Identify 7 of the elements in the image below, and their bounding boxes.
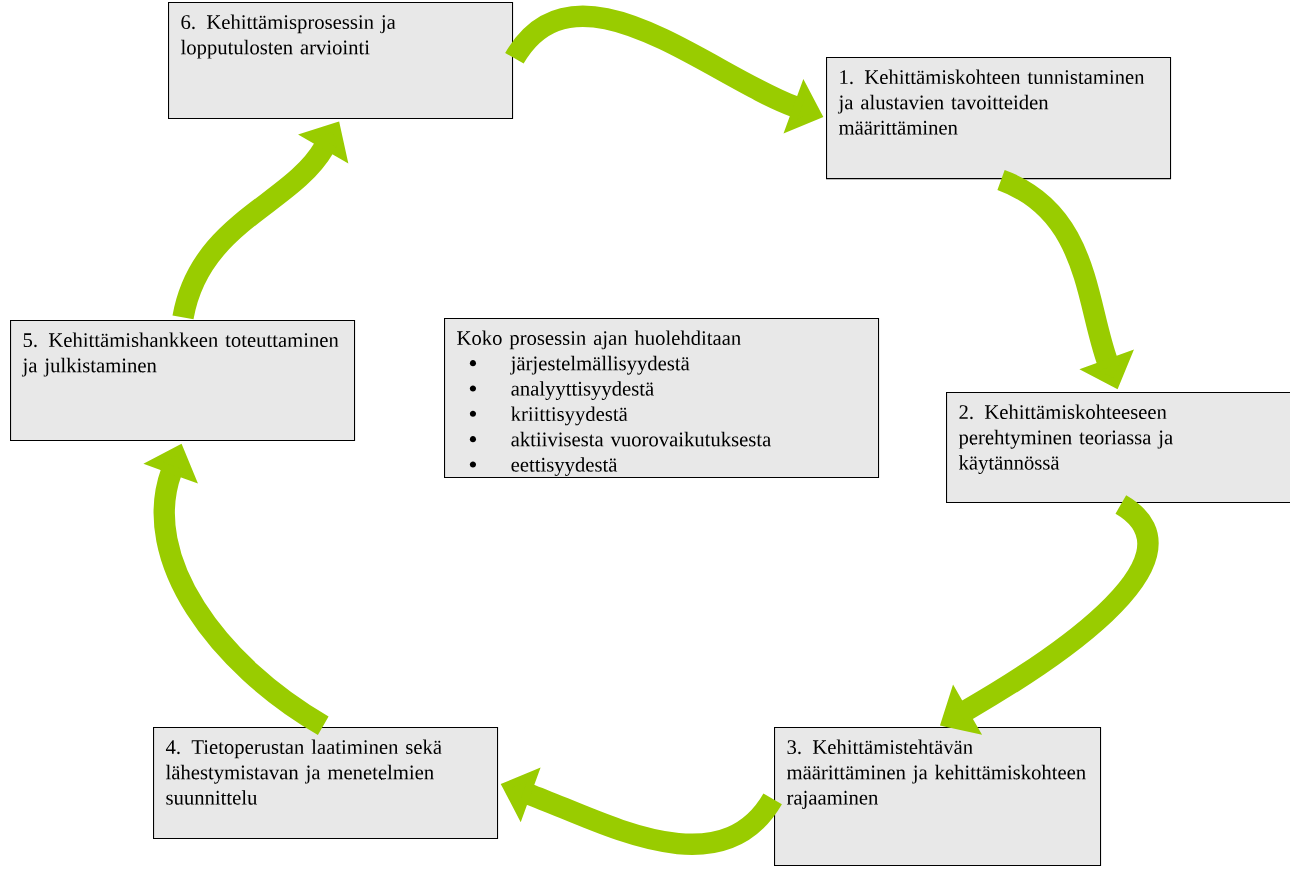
process-box: Koko prosessin ajan huolehditaan järjestelmällisyydestä analyyttisyydestä kriittisyydestä aktiivisesta vuorovaikutuksesta eettisyydestä <box>444 318 880 478</box>
process-box: 6. Kehittämisprosessin ja lopputulosten arviointi <box>168 2 514 120</box>
process-box: 2. Kehittämiskohteeseen perehtyminen teoriassa ja käytännössä <box>946 392 1290 504</box>
process-box: 3. Kehittämistehtävän määrittäminen ja kehittämiskohteen rajaaminen <box>774 727 1102 867</box>
process-box: 1. Kehittämiskohteen tunnistaminen ja alustavien tavoitteiden määrittäminen <box>826 57 1172 180</box>
process-box: 4. Tietoperustan laatiminen sekä lähestymistavan ja menetelmien suunnittelu <box>153 727 499 839</box>
process-box: 5. Kehittämishankkeen toteuttaminen ja julkistaminen <box>10 320 356 442</box>
